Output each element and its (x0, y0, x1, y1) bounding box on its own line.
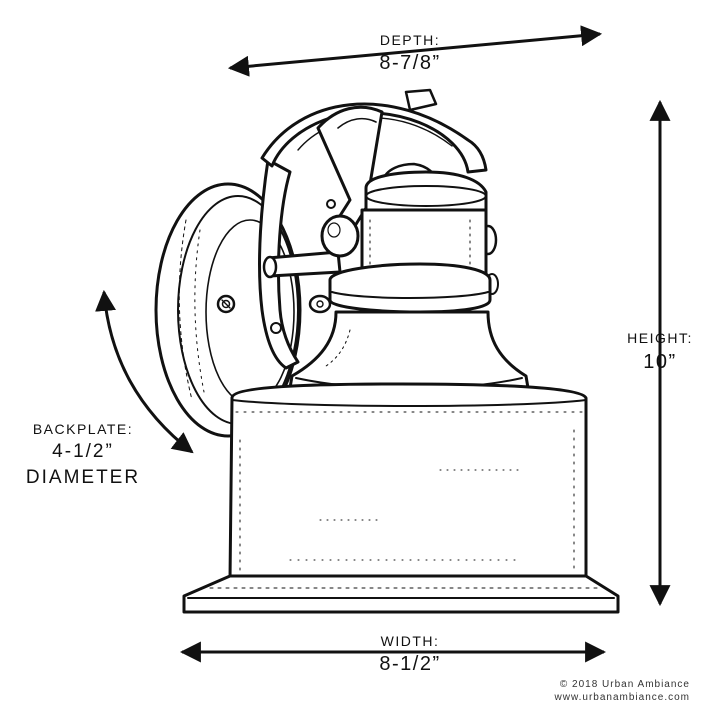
depth-value: 8-7/8” (379, 52, 441, 74)
mounting-screw (216, 294, 236, 314)
top-cap (364, 162, 488, 212)
lantern-body (228, 382, 588, 582)
depth-label: DEPTH: (379, 32, 441, 48)
arm-rod (262, 250, 342, 279)
website-link[interactable]: www.urbanambiance.com (554, 692, 690, 703)
backplate-arrow (95, 289, 194, 454)
shoulder-flare (288, 310, 530, 390)
wall-arm (258, 158, 300, 370)
handle-knob (320, 199, 360, 258)
collar-ring (328, 262, 492, 314)
height-label: HEIGHT: (627, 330, 693, 346)
hanger-loop (260, 88, 488, 174)
base-rim (182, 574, 620, 614)
backplate-label: BACKPLATE: (32, 421, 134, 437)
height-value: 10” (643, 351, 677, 373)
lantern-illustration (154, 88, 620, 614)
backplate-value: 4-1/2” (52, 441, 114, 462)
copyright-text: © 2018 Urban Ambiance (559, 679, 690, 690)
width-label: WIDTH: (380, 633, 440, 649)
backplate-diameter: DIAMETER (25, 467, 141, 488)
width-value: 8-1/2” (379, 653, 441, 675)
depth-arrow (227, 25, 603, 77)
